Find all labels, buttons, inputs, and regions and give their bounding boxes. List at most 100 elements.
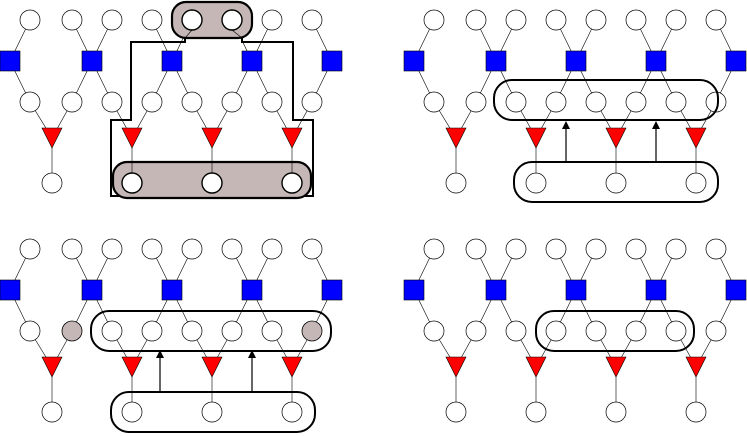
variable-node — [423, 9, 445, 31]
variable-node — [465, 238, 487, 260]
red-factor-triangle — [121, 356, 143, 378]
variable-node — [545, 320, 567, 342]
variable-node — [585, 320, 607, 342]
blue-factor-square — [485, 279, 507, 301]
red-factor-triangle — [605, 356, 627, 378]
blue-factor-square — [403, 279, 425, 301]
arrow-head — [156, 350, 164, 358]
variable-node — [261, 238, 283, 260]
variable-node — [445, 401, 467, 423]
blue-factor-square — [645, 50, 667, 72]
blue-factor-square — [403, 50, 425, 72]
variable-node — [625, 238, 647, 260]
graph-edge — [231, 29, 243, 39]
variable-node — [101, 238, 123, 260]
variable-node — [19, 238, 41, 260]
variable-node — [505, 238, 527, 260]
variable-node — [585, 9, 607, 31]
variable-node — [101, 91, 123, 113]
variable-node — [141, 91, 163, 113]
middle-row-group — [535, 310, 695, 352]
variable-node — [665, 238, 687, 260]
blue-factor-square — [81, 50, 103, 72]
blue-factor-square — [241, 279, 263, 301]
variable-node — [141, 238, 163, 260]
variable-node — [221, 320, 243, 342]
variable-node — [221, 9, 243, 31]
red-factor-triangle — [121, 127, 143, 149]
variable-node — [61, 9, 83, 31]
variable-node — [301, 238, 323, 260]
variable-node — [545, 9, 567, 31]
variable-node — [201, 401, 223, 423]
variable-node — [181, 238, 203, 260]
red-factor-triangle — [525, 356, 547, 378]
graph-edge — [184, 29, 193, 39]
variable-node — [423, 320, 445, 342]
blue-factor-square — [241, 50, 263, 72]
variable-node — [585, 238, 607, 260]
blue-factor-square — [565, 279, 587, 301]
variable-node — [261, 9, 283, 31]
red-factor-triangle — [525, 127, 547, 149]
variable-node — [181, 9, 203, 31]
blue-factor-square — [0, 50, 21, 72]
blue-factor-square — [161, 50, 183, 72]
middle-row-group — [493, 79, 719, 121]
variable-node — [505, 9, 527, 31]
middle-row-group-shaded-ends — [90, 310, 332, 352]
variable-node — [141, 320, 163, 342]
variable-node — [465, 91, 487, 113]
red-factor-triangle — [41, 127, 63, 149]
variable-node — [101, 9, 123, 31]
red-factor-triangle — [201, 127, 223, 149]
variable-node — [625, 91, 647, 113]
variable-node — [705, 9, 727, 31]
panel-top-left — [0, 0, 343, 200]
red-factor-triangle — [281, 127, 303, 149]
variable-node — [525, 172, 547, 194]
variable-node — [665, 320, 687, 342]
arrow-head — [652, 121, 660, 129]
blue-factor-square — [725, 279, 747, 301]
blue-factor-square — [565, 50, 587, 72]
variable-node — [625, 320, 647, 342]
red-factor-triangle — [201, 356, 223, 378]
variable-node — [101, 320, 123, 342]
variable-node — [61, 320, 83, 342]
variable-node — [465, 320, 487, 342]
variable-node — [301, 320, 323, 342]
arrow-head — [248, 350, 256, 358]
variable-node — [19, 320, 41, 342]
red-factor-triangle — [445, 127, 467, 149]
blue-factor-square — [485, 50, 507, 72]
bottom-row-group — [513, 161, 719, 203]
variable-node — [221, 91, 243, 113]
panel-bottom-right — [403, 238, 747, 423]
panel-top-right — [403, 9, 747, 203]
variable-node — [625, 9, 647, 31]
variable-node — [545, 91, 567, 113]
variable-node — [423, 238, 445, 260]
variable-node — [301, 9, 323, 31]
variable-node — [705, 320, 727, 342]
arrow-head — [562, 121, 570, 129]
variable-node — [121, 401, 143, 423]
variable-node — [505, 91, 527, 113]
red-factor-triangle — [445, 356, 467, 378]
variable-node — [261, 91, 283, 113]
variable-node — [19, 91, 41, 113]
variable-node — [281, 172, 303, 194]
variable-node — [605, 172, 627, 194]
blue-factor-square — [0, 279, 21, 301]
red-factor-triangle — [605, 127, 627, 149]
variable-node — [505, 320, 527, 342]
variable-node — [181, 91, 203, 113]
variable-node — [465, 9, 487, 31]
red-factor-triangle — [685, 127, 707, 149]
variable-node — [281, 401, 303, 423]
variable-node — [685, 401, 707, 423]
variable-node — [585, 91, 607, 113]
